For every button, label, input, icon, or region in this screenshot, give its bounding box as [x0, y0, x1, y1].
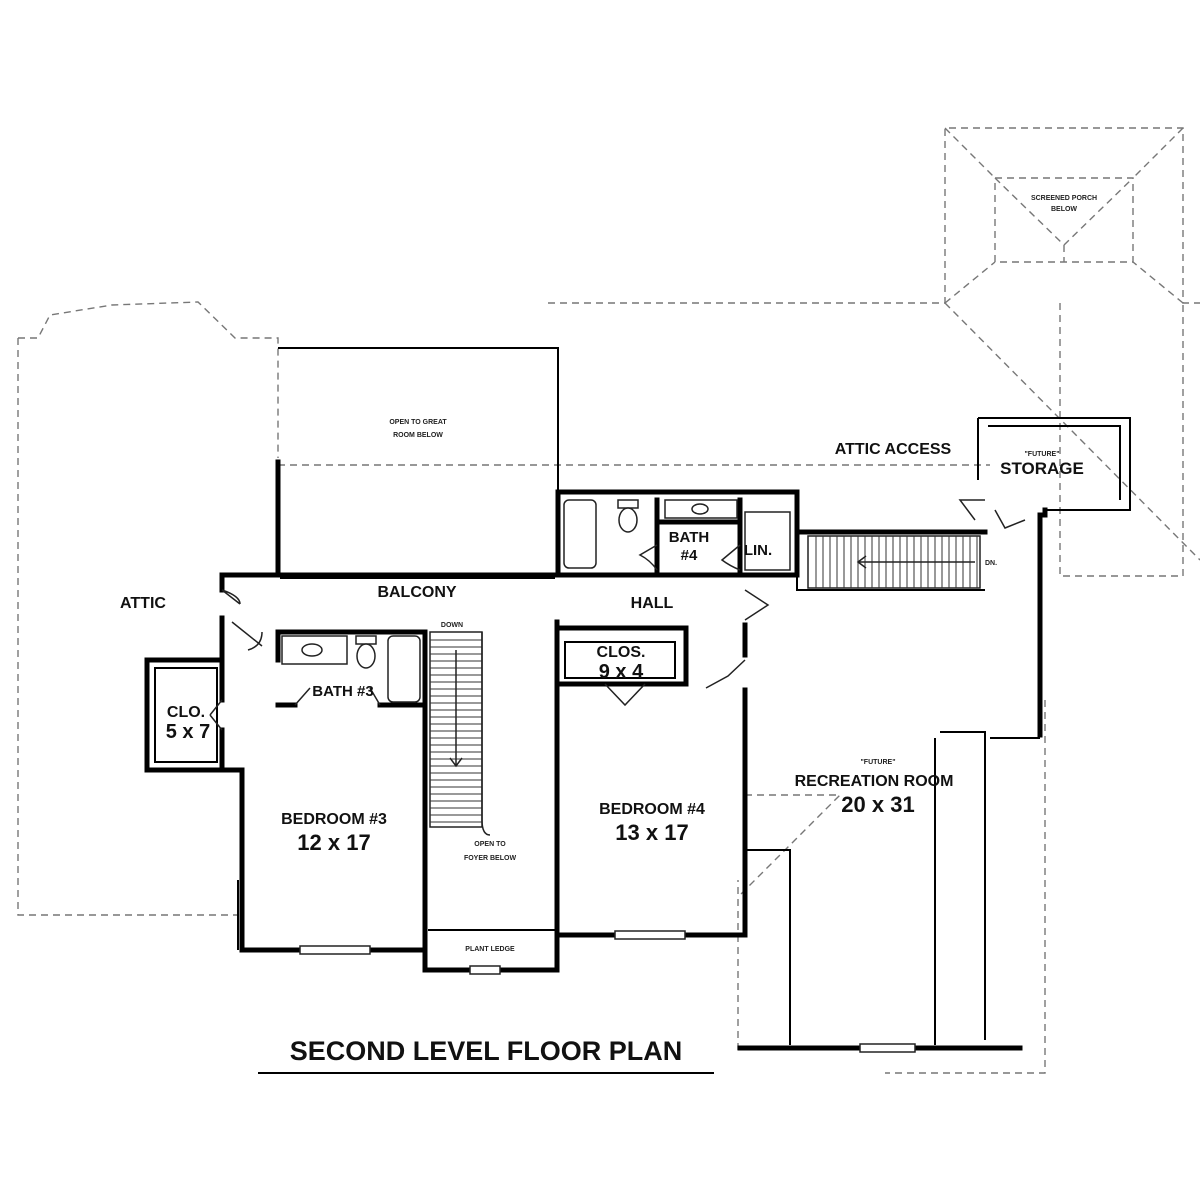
storage-label: STORAGE [1000, 459, 1084, 478]
door-bath4 [638, 544, 658, 571]
screened-porch: SCREENED PORCH BELOW [994, 177, 1134, 263]
doors [209, 499, 1026, 731]
down-label: DOWN [441, 622, 463, 629]
linen-shelf [744, 511, 791, 571]
bedroom3-label: BEDROOM #3 [281, 811, 387, 828]
attic-label: ATTIC [120, 595, 166, 612]
window-plant-ledge [469, 965, 501, 975]
linen-label: LIN. [744, 542, 772, 559]
door-attic [221, 589, 241, 605]
sink-basin-bath4 [691, 503, 709, 515]
door-bedroom4 [705, 659, 746, 689]
toilet-bath3 [356, 643, 376, 669]
rec-future-label: "FUTURE" [860, 759, 895, 766]
bedroom4-label: BEDROOM #4 [599, 801, 705, 818]
roof-outline [17, 127, 1200, 1074]
door-bath3 [294, 687, 381, 706]
balcony-label: BALCONY [377, 584, 456, 601]
bath4-label: BATH [669, 529, 710, 546]
storage-stair: DN. [807, 535, 997, 589]
bathtub-bath3 [387, 635, 421, 703]
door-hall-east [744, 589, 770, 621]
door-linen [720, 544, 741, 571]
bath3-label: BATH #3 [312, 683, 373, 700]
plan-title-text: SECOND LEVEL FLOOR PLAN [290, 1036, 683, 1066]
door-clo [209, 699, 223, 731]
room-labels: ATTIC BALCONY HALL ATTIC ACCESS "FUTURE"… [120, 441, 1084, 953]
clo-label: CLO. [167, 704, 205, 721]
fixtures [281, 499, 791, 703]
door-storage-1 [958, 499, 985, 521]
plan-title: SECOND LEVEL FLOOR PLAN [258, 1036, 714, 1074]
plant-ledge-label: PLANT LEDGE [465, 946, 515, 953]
sink-bath3 [301, 643, 323, 657]
attic-access-label: ATTIC ACCESS [835, 441, 952, 458]
open-foyer-label: OPEN TO [474, 841, 506, 848]
window-bedroom4 [614, 930, 686, 940]
bath4-number: #4 [681, 547, 698, 564]
door-closet-9x4 [604, 683, 646, 707]
window-recreation [859, 1043, 916, 1053]
walls [144, 417, 1131, 1051]
bedroom3-size: 12 x 17 [297, 830, 370, 855]
closet-size: 9 x 4 [599, 661, 644, 683]
bathtub-bath4 [563, 499, 597, 569]
door-bedroom3 [231, 621, 263, 651]
hall-label: HALL [631, 595, 674, 612]
recreation-size: 20 x 31 [841, 792, 914, 817]
windows [299, 600, 1041, 1053]
toilet-bath4 [618, 507, 638, 533]
open-great-label: OPEN TO GREAT [389, 419, 447, 426]
screened-porch-label-2: BELOW [1051, 206, 1077, 213]
bedroom4-size: 13 x 17 [615, 820, 688, 845]
open-foyer-label-2: FOYER BELOW [464, 855, 517, 862]
screened-porch-label: SCREENED PORCH [1031, 195, 1097, 202]
open-great-label-2: ROOM BELOW [393, 432, 443, 439]
closet-label: CLOS. [597, 644, 646, 661]
open-to-great-room: OPEN TO GREAT ROOM BELOW [275, 347, 559, 575]
clo-size: 5 x 7 [166, 721, 210, 743]
toilet-bath3-tank [355, 635, 377, 645]
storage-future-label: "FUTURE" [1024, 451, 1059, 458]
window-bedroom3 [299, 945, 371, 955]
main-stair: DOWN [429, 622, 491, 836]
door-storage-2 [994, 509, 1026, 529]
recreation-label: RECREATION ROOM [795, 773, 954, 790]
toilet-bath4-tank [617, 499, 639, 509]
dn-label: DN. [985, 560, 997, 567]
